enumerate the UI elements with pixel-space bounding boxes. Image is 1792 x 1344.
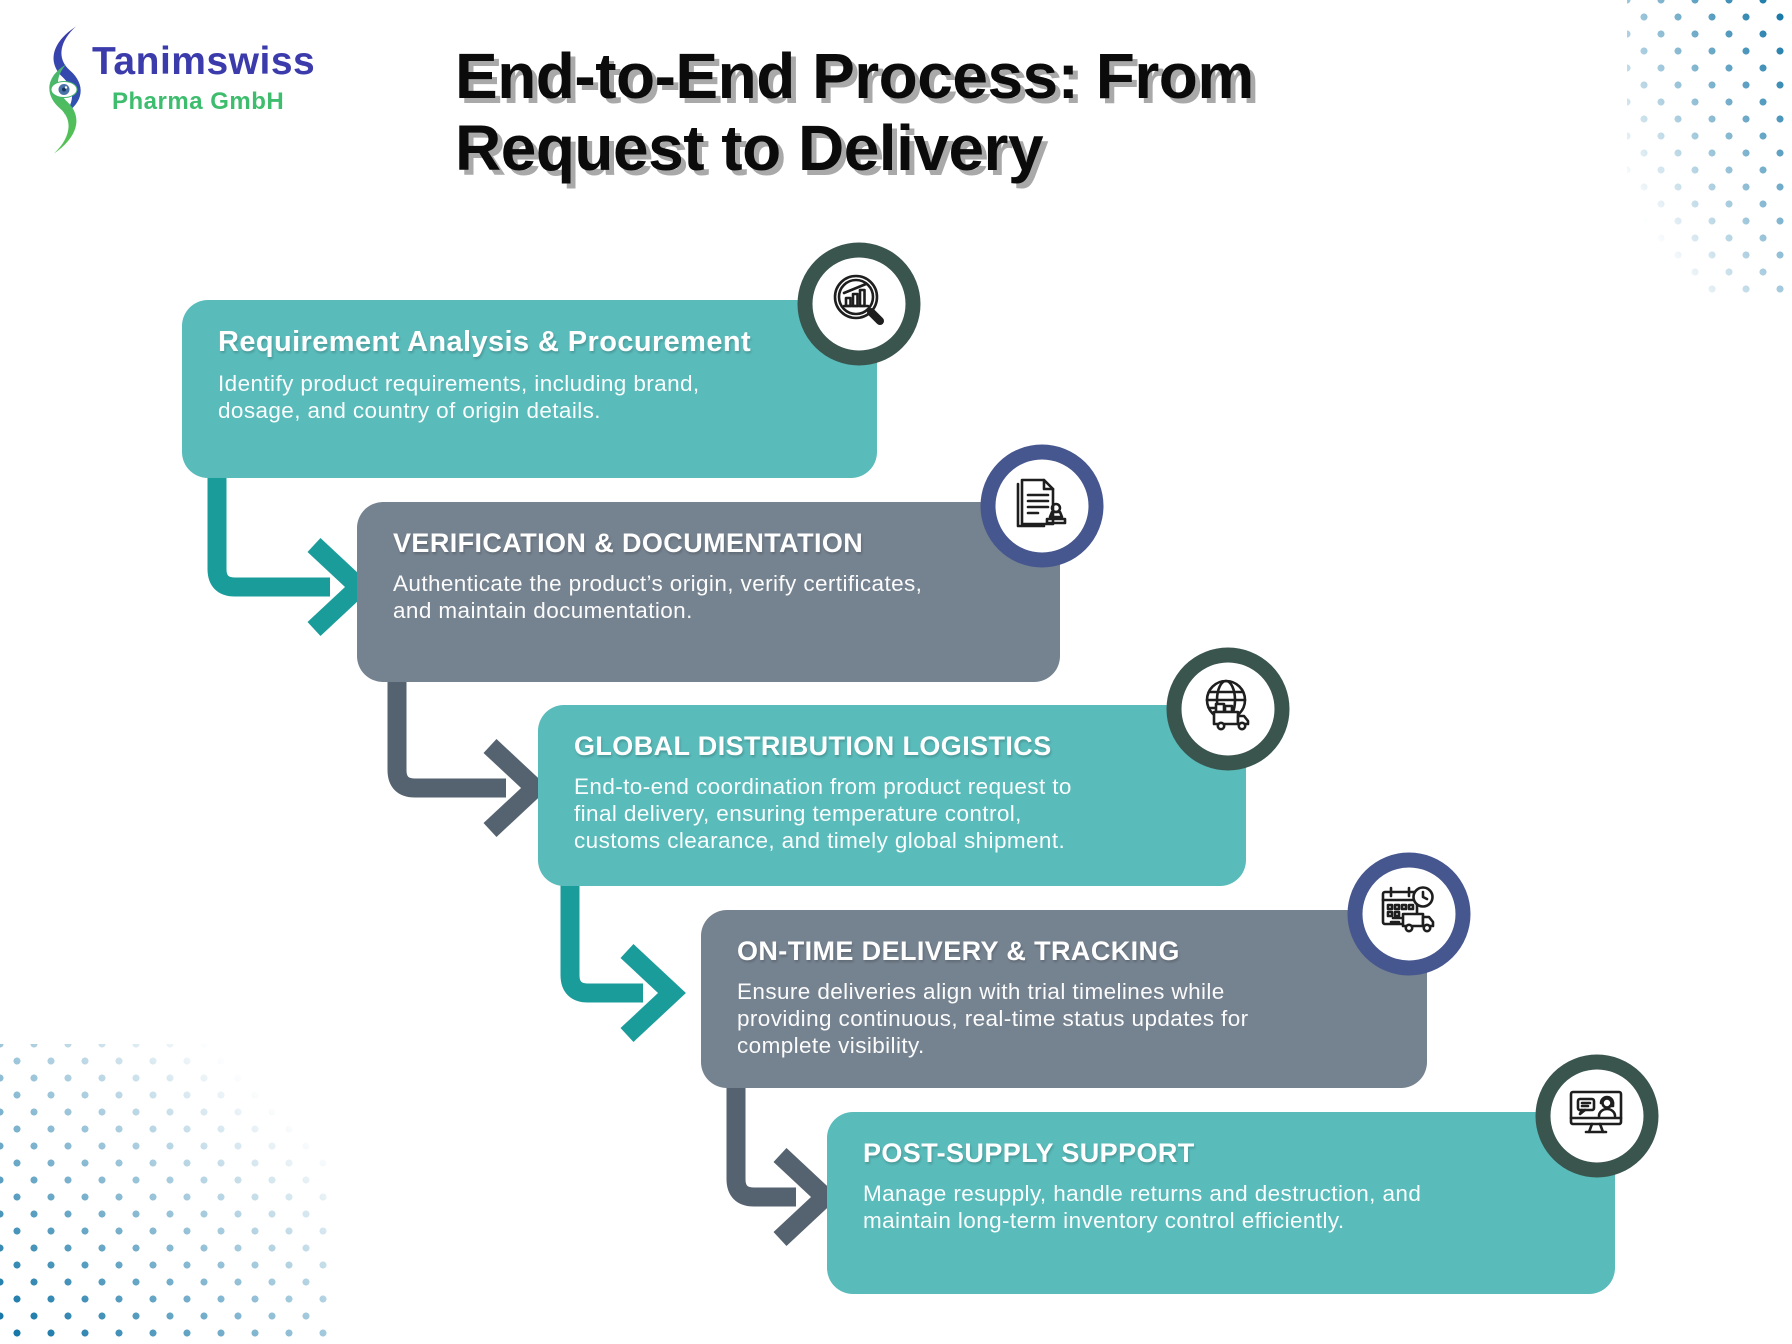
step-5-body: Manage resupply, handle returns and dest… [863, 1181, 1422, 1233]
step-5-badge [1535, 1054, 1659, 1178]
step-card-1: Requirement Analysis & Procurement Ident… [182, 242, 921, 478]
connector-arrow-1 [207, 476, 373, 636]
page-title: End-to-End Process: From Request to Deli… [455, 40, 1254, 185]
page-title-line1: End-to-End Process: From [455, 40, 1254, 112]
halftone-dots-bottom-left [0, 1044, 330, 1344]
brand-name: Tanimswiss [92, 40, 316, 83]
step-5-title: POST-SUPPLY SUPPORT [863, 1138, 1195, 1168]
step-card-3: GLOBAL DISTRIBUTION LOGISTICS End-to-end… [538, 647, 1290, 886]
dna-helix-eye-icon [49, 26, 81, 154]
step-4-badge [1347, 852, 1471, 976]
step-1-badge [797, 242, 921, 366]
step-1-title: Requirement Analysis & Procurement [218, 326, 752, 358]
calendar-clock-truck-icon [1347, 852, 1471, 976]
step-2-body: Authenticate the product’s origin, verif… [393, 571, 923, 623]
step-3-body: End-to-end coordination from product req… [574, 774, 1072, 853]
document-stamp-icon [980, 444, 1104, 568]
connector-arrow-2 [387, 681, 549, 837]
magnifier-bar-chart-icon [797, 242, 921, 366]
step-4-title: ON-TIME DELIVERY & TRACKING [737, 936, 1180, 966]
step-3-title: GLOBAL DISTRIBUTION LOGISTICS [574, 731, 1052, 761]
step-card-2: VERIFICATION & DOCUMENTATION Authenticat… [357, 444, 1104, 682]
step-2-title: VERIFICATION & DOCUMENTATION [393, 528, 864, 558]
halftone-dots-top-right [1627, 0, 1792, 300]
page-title-line2: Request to Delivery [455, 112, 1044, 185]
globe-truck-icon [1166, 647, 1290, 771]
brand-subtitle: Pharma GmbH [112, 88, 285, 115]
step-1-body: Identify product requirements, including… [218, 371, 700, 423]
step-2-badge [980, 444, 1104, 568]
step-3-badge [1166, 647, 1290, 771]
step-card-5: POST-SUPPLY SUPPORT Manage resupply, han… [827, 1054, 1659, 1294]
step-4-body: Ensure deliveries align with trial timel… [737, 979, 1249, 1058]
connector-arrow-3 [560, 884, 686, 1042]
company-logo: Tanimswiss Pharma GmbH [40, 22, 370, 162]
connector-arrow-4 [726, 1086, 839, 1246]
step-card-4: ON-TIME DELIVERY & TRACKING Ensure deliv… [701, 852, 1471, 1088]
monitor-support-chat-icon [1535, 1054, 1659, 1178]
